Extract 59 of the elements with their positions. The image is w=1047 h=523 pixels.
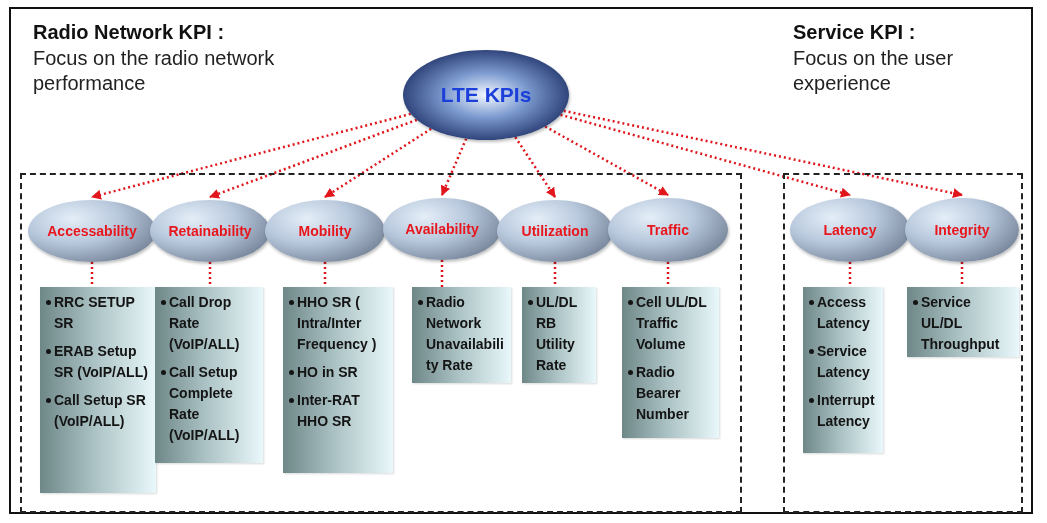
dotted-connector (960, 262, 964, 287)
dotted-connector (90, 262, 94, 287)
list-item: Call Drop Rate (VoIP/ALL) (169, 293, 241, 354)
kpi-list-box (283, 287, 393, 473)
kpi-list-box (803, 287, 883, 453)
section-description: Focus on the user experience (793, 46, 955, 96)
dotted-arrow (560, 113, 851, 198)
section-description: Focus on the radio network performance (33, 46, 276, 96)
list-item: Interrupt Latency (817, 391, 876, 431)
node-label: Utilization (521, 223, 589, 239)
list-item: Cell UL/DL Traffic Volume (636, 293, 708, 354)
dotted-arrow (544, 125, 669, 197)
category-ellipse (383, 198, 501, 260)
node-label: Accessability (47, 223, 137, 239)
node-label: Latency (823, 222, 877, 238)
kpi-list-box (522, 287, 596, 383)
dotted-connector (208, 262, 212, 287)
dotted-connector (666, 262, 670, 287)
category-ellipse (905, 198, 1019, 262)
kpi-list-box (622, 287, 719, 438)
group-frame (20, 173, 742, 513)
group-frame (783, 173, 1023, 513)
dotted-arrow (91, 112, 411, 200)
dotted-arrow (514, 136, 557, 198)
dotted-connector (323, 262, 327, 287)
dotted-connector (848, 262, 852, 287)
node-label: Integrity (934, 222, 990, 238)
dotted-arrow (324, 127, 432, 199)
list-item: ERAB Setup SR (VoIP/ALL) (54, 342, 149, 382)
list-item: UL/DL RB Utility Rate (536, 293, 578, 375)
list-item: Inter-RAT HHO SR (297, 391, 361, 431)
list-item: Call Setup Complete Rate (VoIP/ALL) (169, 363, 241, 445)
kpi-list-box (155, 287, 263, 463)
dotted-connector (440, 260, 444, 287)
list-item: Access Latency (817, 293, 871, 333)
list-item: Radio Network Unavailability Rate (426, 293, 505, 375)
list-item: HO in SR (297, 363, 358, 382)
node-label: LTE KPIs (440, 83, 532, 107)
list-item: Service UL/DL Throughput (921, 293, 1001, 354)
list-item: Service Latency (817, 342, 871, 382)
list-item: HHO SR ( Intra/Inter Frequency ) (297, 293, 378, 354)
category-ellipse (608, 198, 728, 262)
node-label: Retainability (168, 223, 252, 239)
node-label: Traffic (647, 222, 689, 238)
section-heading: Service KPI : (793, 20, 917, 45)
dotted-arrow (209, 118, 418, 199)
section-heading: Radio Network KPI : (33, 20, 226, 45)
list-item: Radio Bearer Number (636, 363, 690, 424)
list-item: RRC SETUP SR (54, 293, 136, 333)
dotted-connector (553, 262, 557, 287)
kpi-list-box (40, 287, 156, 493)
list-item: Call Setup SR (VoIP/ALL) (54, 391, 147, 431)
dotted-arrow (563, 109, 963, 199)
category-ellipse (265, 200, 385, 262)
kpi-list-box (907, 287, 1019, 357)
kpi-list-box (412, 287, 511, 383)
dotted-arrow (440, 138, 468, 196)
node-label: Availability (405, 221, 479, 237)
node-label: Mobility (298, 223, 352, 239)
